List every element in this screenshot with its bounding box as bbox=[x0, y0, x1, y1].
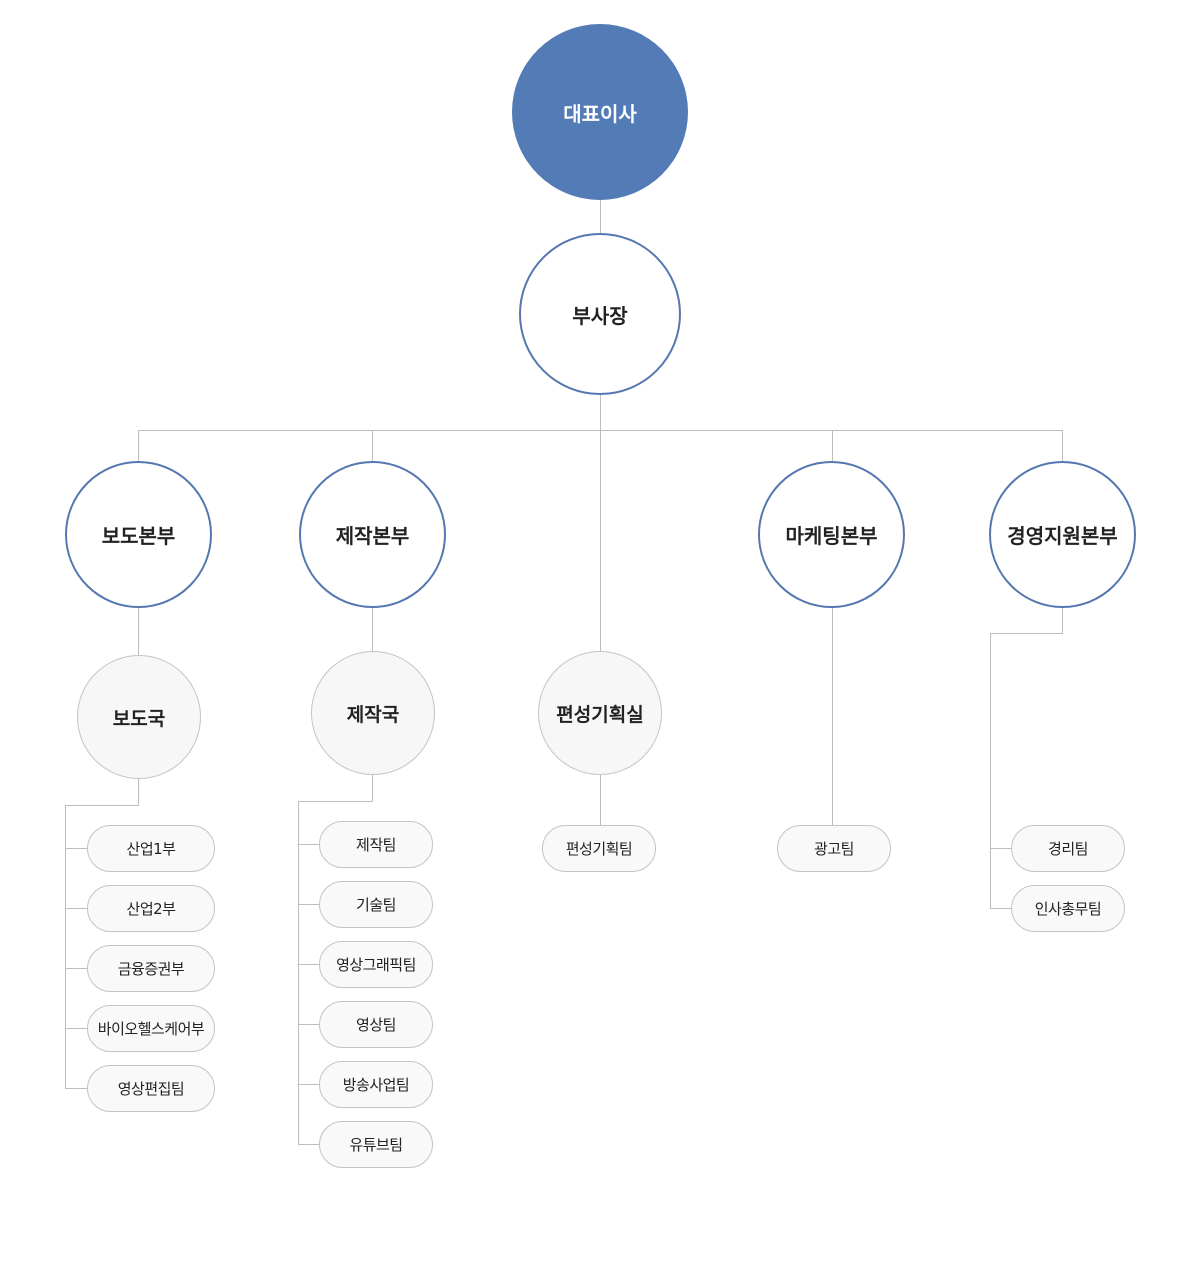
news-team-node: 산업2부 bbox=[87, 885, 215, 932]
production-hq-label: 제작본부 bbox=[335, 524, 410, 548]
marketing-hq-label: 마케팅본부 bbox=[785, 524, 878, 548]
management-team-node: 인사총무팀 bbox=[1011, 885, 1125, 932]
management-team-label: 경리팀 bbox=[1048, 840, 1088, 858]
management-team-label: 인사총무팀 bbox=[1034, 900, 1102, 918]
news-bureau-node: 보도국 bbox=[77, 655, 201, 779]
production-team-node: 영상그래픽팀 bbox=[319, 941, 433, 988]
vp-node: 부사장 bbox=[519, 233, 681, 395]
production-team-label: 영상그래픽팀 bbox=[336, 956, 416, 974]
production-team-node: 기술팀 bbox=[319, 881, 433, 928]
production-team-label: 방송사업팀 bbox=[342, 1076, 410, 1094]
production-team-label: 유튜브팀 bbox=[349, 1136, 403, 1154]
news-bureau-label: 보도국 bbox=[112, 707, 166, 730]
production-team-label: 영상팀 bbox=[356, 1016, 396, 1034]
news-team-label: 금융증권부 bbox=[117, 960, 185, 978]
ceo-node: 대표이사 bbox=[512, 24, 688, 200]
production-bureau-node: 제작국 bbox=[311, 651, 435, 775]
news-hq-label: 보도본부 bbox=[101, 524, 176, 548]
production-team-label: 제작팀 bbox=[356, 836, 396, 854]
marketing-hq-node: 마케팅본부 bbox=[758, 461, 905, 608]
production-team-label: 기술팀 bbox=[356, 896, 396, 914]
management-hq-label: 경영지원본부 bbox=[1007, 524, 1118, 548]
programming-office-label: 편성기획실 bbox=[556, 703, 644, 726]
news-team-label: 산업1부 bbox=[126, 840, 176, 858]
news-team-node: 바이오헬스케어부 bbox=[87, 1005, 215, 1052]
production-hq-node: 제작본부 bbox=[299, 461, 446, 608]
marketing-team-node: 광고팀 bbox=[777, 825, 891, 872]
marketing-team-label: 광고팀 bbox=[814, 840, 854, 858]
programming-team-label: 편성기획팀 bbox=[565, 840, 633, 858]
news-team-node: 영상편집팀 bbox=[87, 1065, 215, 1112]
news-team-label: 산업2부 bbox=[126, 900, 176, 918]
production-bureau-label: 제작국 bbox=[346, 703, 400, 726]
vp-label: 부사장 bbox=[572, 303, 628, 328]
management-team-node: 경리팀 bbox=[1011, 825, 1125, 872]
management-hq-node: 경영지원본부 bbox=[989, 461, 1136, 608]
ceo-label: 대표이사 bbox=[563, 101, 637, 126]
production-team-node: 유튜브팀 bbox=[319, 1121, 433, 1168]
production-team-node: 방송사업팀 bbox=[319, 1061, 433, 1108]
programming-team-node: 편성기획팀 bbox=[542, 825, 656, 872]
news-team-label: 영상편집팀 bbox=[117, 1080, 185, 1098]
production-team-node: 영상팀 bbox=[319, 1001, 433, 1048]
news-team-node: 금융증권부 bbox=[87, 945, 215, 992]
news-hq-node: 보도본부 bbox=[65, 461, 212, 608]
programming-office-node: 편성기획실 bbox=[538, 651, 662, 775]
news-team-node: 산업1부 bbox=[87, 825, 215, 872]
production-team-node: 제작팀 bbox=[319, 821, 433, 868]
news-team-label: 바이오헬스케어부 bbox=[97, 1020, 205, 1038]
